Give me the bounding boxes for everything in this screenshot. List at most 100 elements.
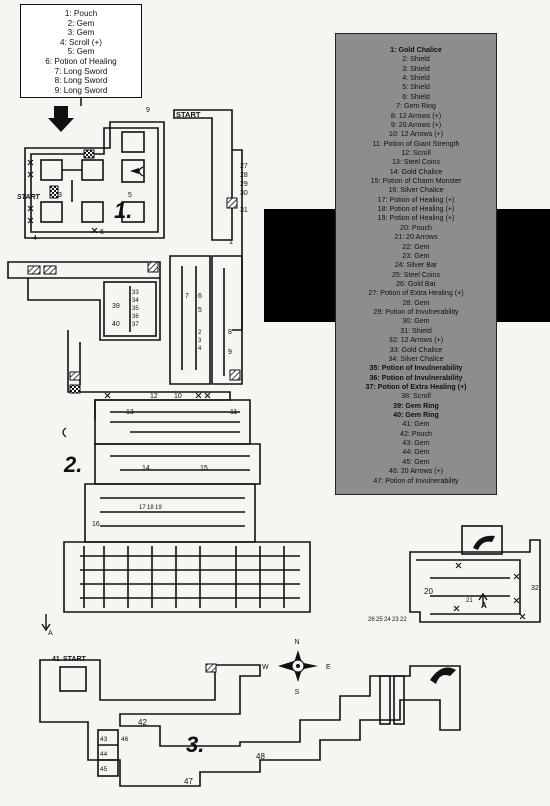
map-number: 36 — [132, 314, 139, 320]
treasure-entry: 22: Gem — [402, 242, 430, 251]
checker-door — [69, 384, 81, 394]
treasure-entry: 17: Potion of Healing (+) — [377, 195, 455, 204]
legend-entry: 7: Long Sword — [54, 66, 108, 76]
map-number: 22 — [400, 617, 407, 623]
treasure-entry: 41: Gem — [402, 420, 430, 429]
hatched-door — [43, 265, 57, 275]
map-number: 46 — [121, 736, 129, 743]
treasure-list-panel: 1: Gold Chalice 2: Shield 3: Shield 4: S… — [335, 33, 497, 495]
treasure-entry: 46: 20 Arrows (+) — [388, 467, 444, 476]
map-number: 14 — [142, 465, 150, 472]
map-number: 29 — [240, 181, 248, 188]
map-number: 31 — [240, 207, 248, 214]
map-number: 21 — [466, 598, 473, 604]
map-number: 6 — [198, 293, 202, 300]
start-label: START — [17, 194, 40, 201]
treasure-entry: 19: Potion of Healing (+) — [377, 214, 455, 223]
start-label: START — [176, 110, 201, 119]
treasure-entry: 1: Gold Chalice — [390, 46, 442, 54]
map-number: 40 — [112, 321, 120, 328]
treasure-entry: 37: Potion of Extra Healing (+) — [365, 382, 467, 391]
treasure-entry: 47: Potion of Invulnerability — [373, 476, 459, 485]
map-number: 47 — [184, 777, 193, 786]
map-number: 3 — [58, 192, 62, 199]
treasure-entry: 32: 12 Arrows (+) — [388, 336, 444, 345]
legend-entry: 3: Gem — [67, 28, 95, 38]
treasure-entry: 8: 12 Arrows (+) — [390, 111, 442, 120]
map-number: 43 — [100, 736, 108, 743]
map-number: 13 — [126, 409, 134, 416]
item-legend-box: 1: Pouch 2: Gem 3: Gem 4: Scroll (+) 5: … — [20, 4, 142, 98]
legend-entry: 9: Long Sword — [54, 85, 108, 95]
checker-door — [49, 185, 59, 199]
legend-entry: 6: Potion of Healing — [45, 56, 117, 66]
marker-a: A — [48, 630, 53, 637]
map-number: 27 — [240, 163, 248, 170]
map-number: 9 — [228, 349, 232, 356]
treasure-entry: 13: Steel Coins — [391, 158, 441, 167]
map-number: 45 — [100, 766, 108, 773]
map-number: 37 — [132, 322, 139, 328]
treasure-entry: 44: Gem — [402, 448, 430, 457]
treasure-entry: 21: 20 Arrows — [394, 233, 438, 242]
map-number: 12 — [150, 393, 158, 400]
treasure-entry: 18: Potion of Healing (+) — [377, 205, 455, 214]
map-number: 30 — [240, 190, 248, 197]
treasure-entry: 10: 12 Arrows (+) — [388, 130, 444, 139]
map-number: 18 — [147, 505, 154, 511]
map-number: 5 — [198, 307, 202, 314]
marker-a: A — [481, 601, 487, 610]
map-number: 16 — [92, 521, 100, 528]
map-number: 15 — [200, 465, 208, 472]
map-number: 5 — [128, 192, 132, 199]
map-number: 41 — [52, 656, 60, 663]
treasure-entry: 38: Scroll — [401, 392, 431, 401]
checker-door — [83, 149, 95, 159]
compass-rose — [278, 650, 318, 682]
map-number: 19 — [155, 505, 162, 511]
treasure-entry: 12: Scroll — [401, 148, 431, 157]
dragon-head-icon — [430, 667, 456, 684]
legend-entry: 2: Gem — [67, 18, 95, 28]
treasure-entry: 15: Potion of Charm Monster — [370, 177, 462, 186]
map-number: 9 — [146, 107, 150, 114]
treasure-entry: 45: Gem — [402, 457, 430, 466]
hatched-door — [205, 663, 217, 673]
map-number: 39 — [112, 303, 120, 310]
hatched-door — [27, 265, 41, 275]
treasure-entry: 36: Potion of Invulnerability — [369, 373, 463, 382]
compass-south: S — [295, 689, 300, 696]
map-number: 48 — [256, 752, 265, 761]
treasure-entry: 29: Potion of Invulnerability — [373, 308, 459, 317]
map-number: 4 — [33, 235, 37, 242]
map-number: 8 — [228, 329, 232, 336]
treasure-entry: 35: Potion of Invulnerability — [369, 364, 463, 373]
map-number: 25 — [376, 617, 383, 623]
map-number: 3 — [198, 338, 202, 344]
map-number: 6 — [100, 229, 104, 236]
map-number: 7 — [185, 293, 189, 300]
hatched-door — [69, 371, 81, 381]
legend-entry: 1: Pouch — [64, 9, 98, 18]
level-label: 3. — [186, 732, 204, 757]
map-number: 26 — [368, 617, 375, 623]
arrow-marker-icon — [130, 168, 139, 174]
map-number: 34 — [132, 298, 139, 304]
treasure-entry: 24: Silver Bar — [394, 261, 438, 270]
treasure-entry: 43: Gem — [402, 439, 430, 448]
map-number: 42 — [138, 718, 147, 727]
map-number: 2 — [198, 330, 202, 336]
treasure-entry: 31: Shield — [400, 326, 432, 335]
arrow-down-icon — [41, 614, 51, 632]
treasure-entry: 4: Shield — [402, 74, 430, 83]
compass-north: N — [294, 639, 299, 646]
entry-arrow-icon — [48, 106, 74, 132]
treasure-entry: 34: Silver Chalice — [388, 354, 444, 363]
treasure-entry: 26: Gold Bar — [396, 279, 436, 288]
hatched-door — [226, 197, 238, 209]
start-label: START — [63, 656, 87, 663]
compass-east: E — [326, 664, 331, 671]
door-arc-icon — [138, 166, 144, 177]
treasure-entry: 40: Gem Ring — [393, 411, 439, 420]
